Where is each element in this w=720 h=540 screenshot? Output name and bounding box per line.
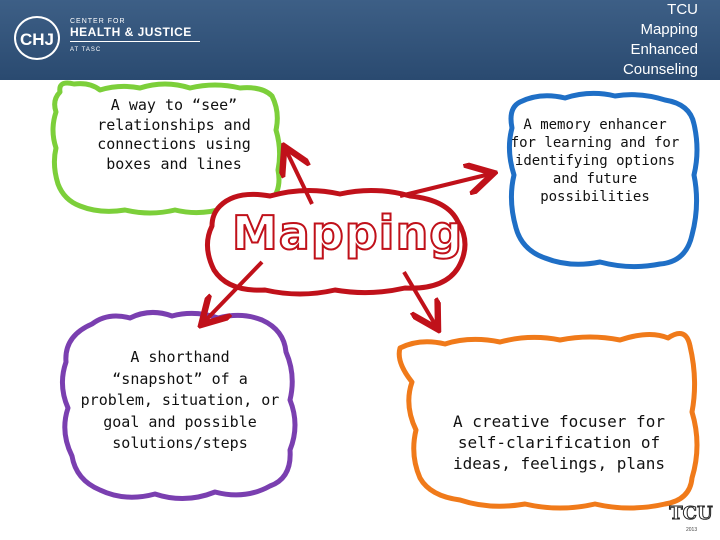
tcu-logo-year: 2013 <box>686 527 698 533</box>
bubble-line: relationships and <box>97 115 251 134</box>
bubble-line: for learning and for <box>510 135 680 151</box>
logo-line-health-justice: HEALTH & JUSTICE <box>70 25 200 42</box>
center-bubble-shape <box>205 187 468 297</box>
blue-bubble-text: A memory enhancer for learning and for i… <box>500 116 690 206</box>
tcu-logo: TCU <box>669 503 713 524</box>
bubble-line: A shorthand <box>130 348 230 366</box>
bubble-line: goal and possible <box>103 412 257 431</box>
bubble-line: A way to “see” <box>110 96 238 114</box>
bubble-line: boxes and lines <box>106 154 242 173</box>
bubble-line: connections using <box>97 135 251 153</box>
title-line: TCU <box>667 1 698 18</box>
chj-logo: CHJ CENTER FOR HEALTH & JUSTICE AT TASC <box>14 14 224 64</box>
arrow-to-blue <box>399 174 490 198</box>
center-label: Mapping <box>231 205 464 261</box>
slide-title: TCU Mapping Enhanced Counseling <box>548 0 698 80</box>
blue-cloud-shape <box>506 90 700 270</box>
logo-text: CENTER FOR HEALTH & JUSTICE AT TASC <box>70 18 200 53</box>
header-band: CHJ CENTER FOR HEALTH & JUSTICE AT TASC … <box>0 0 720 80</box>
bubble-line: ideas, feelings, plans <box>453 454 665 473</box>
title-line: Enhanced <box>630 41 698 58</box>
bubble-line: A creative focuser for <box>453 412 665 431</box>
purple-cloud-shape <box>60 310 298 501</box>
logo-mark: CHJ <box>14 16 60 60</box>
bubble-line: and future <box>552 171 638 187</box>
bubble-line: identifying options <box>514 153 676 169</box>
green-bubble-text: A way to “see” relationships and connect… <box>82 96 266 174</box>
bubble-line: solutions/steps <box>112 434 248 452</box>
bubble-line: problem, situation, or <box>80 391 280 409</box>
arrow-to-purple <box>204 260 264 322</box>
bubble-line: self-clarification of <box>457 433 661 452</box>
bubble-line: possibilities <box>540 189 650 205</box>
bubble-line: A memory enhancer <box>523 117 667 133</box>
orange-bubble-text: A creative focuser for self-clarificatio… <box>434 411 684 474</box>
orange-cloud-shape <box>396 331 700 511</box>
arrow-to-green <box>286 150 314 205</box>
logo-line-at-tasc: AT TASC <box>70 47 102 53</box>
arrow-to-orange <box>402 270 436 326</box>
title-line: Mapping <box>640 21 698 38</box>
logo-line-center-for: CENTER FOR <box>70 18 126 25</box>
green-cloud-shape <box>50 80 283 216</box>
purple-bubble-text: A shorthand “snapshot” of a problem, sit… <box>66 347 294 455</box>
bubble-line: “snapshot” of a <box>112 369 248 388</box>
title-line: Counseling <box>622 61 698 78</box>
